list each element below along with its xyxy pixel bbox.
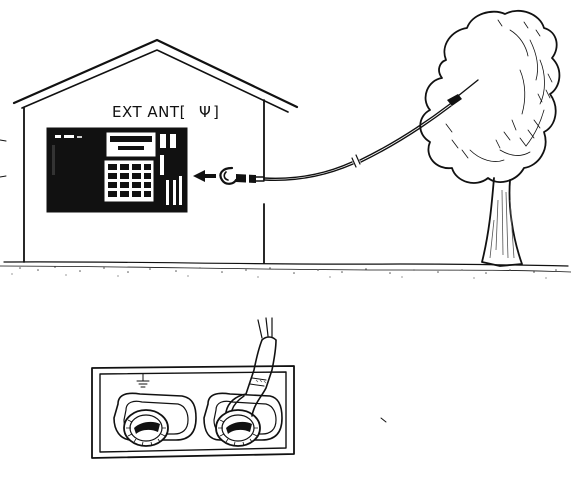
ext-ant-text: EXT ANT[ — [112, 103, 186, 121]
plug-cable — [225, 317, 277, 417]
bracket-close: ] — [213, 103, 219, 121]
receiver-unit — [46, 127, 188, 213]
ground-icon: ⏚ — [136, 373, 150, 388]
ground-terminal — [113, 392, 197, 447]
antenna-wire — [263, 79, 479, 182]
terminal-panel: ⏚ — [91, 317, 387, 459]
antenna-icon: Ψ — [199, 103, 211, 121]
antenna-plug — [219, 166, 265, 185]
house — [0, 38, 299, 264]
antenna-terminal — [203, 392, 283, 447]
tree — [419, 9, 561, 267]
antenna-terminal-label: EXT ANT[ Ψ ] — [112, 103, 219, 121]
ground-surface — [0, 261, 571, 279]
arrow-left-icon — [193, 170, 216, 182]
